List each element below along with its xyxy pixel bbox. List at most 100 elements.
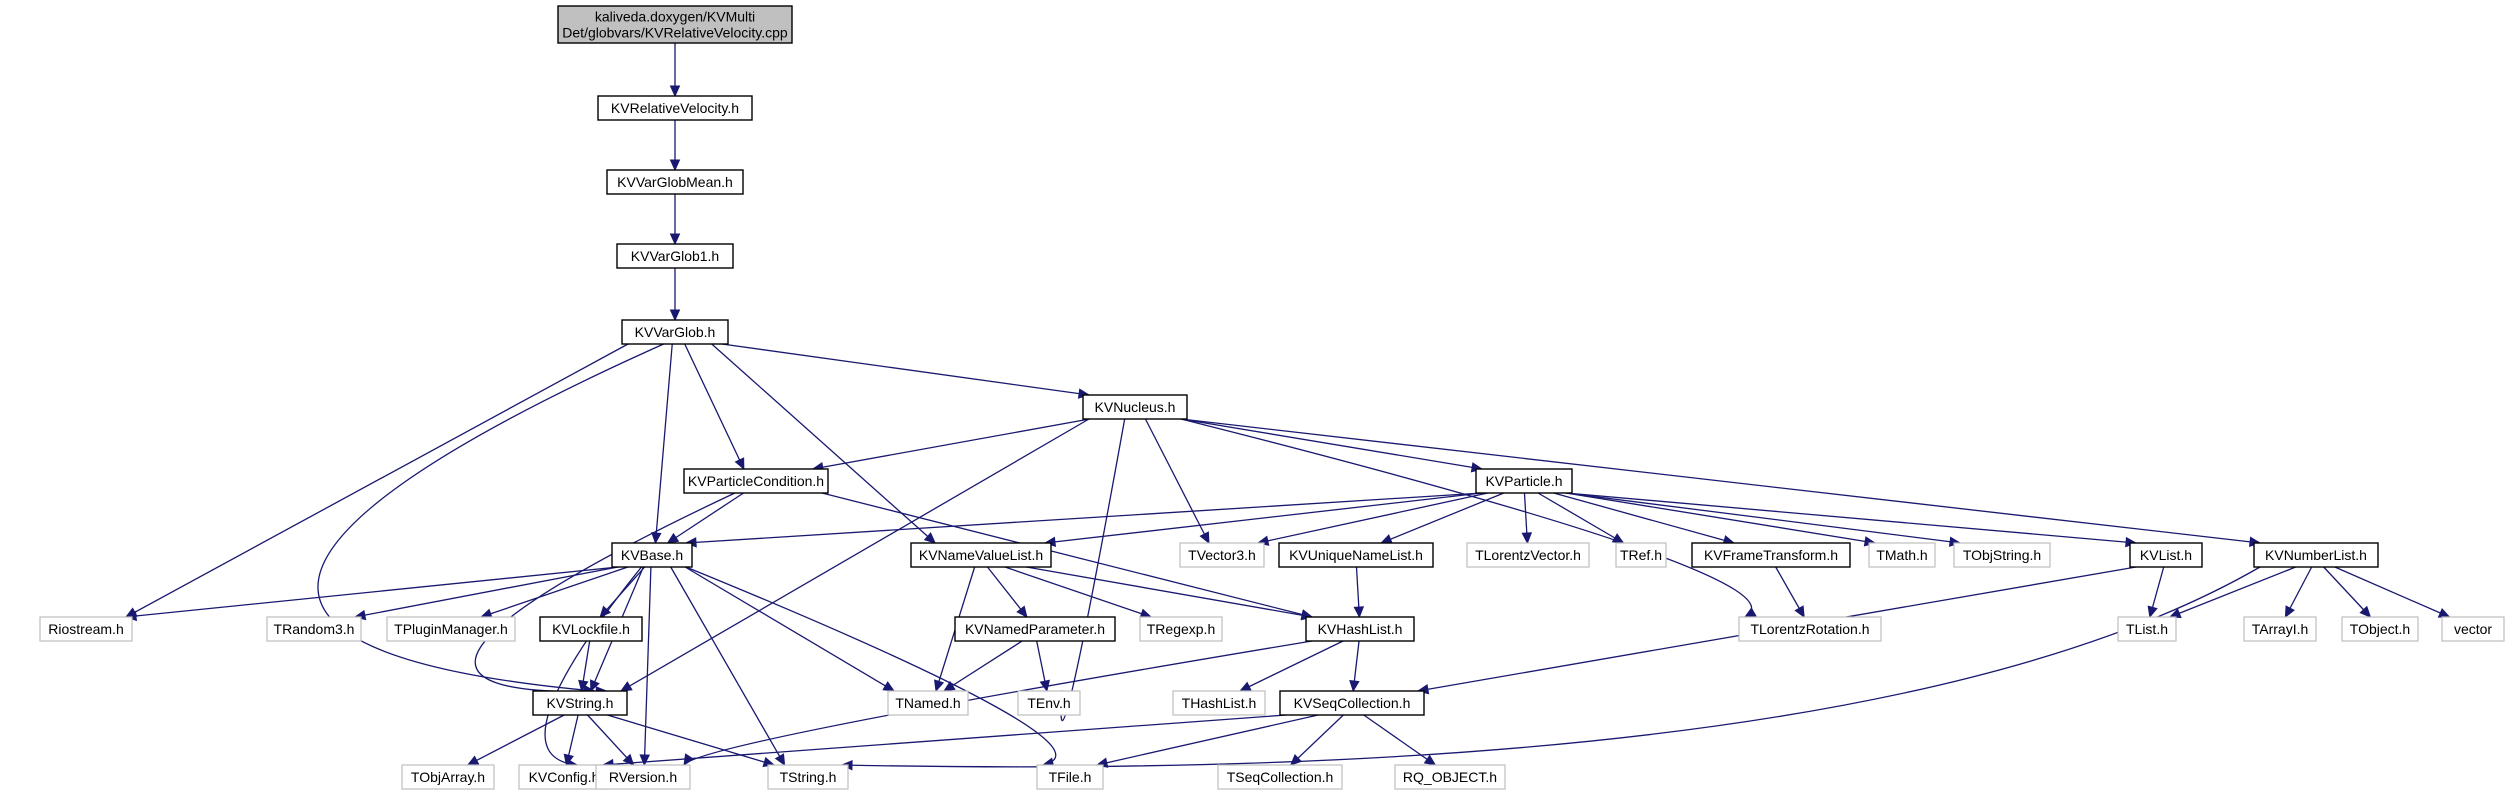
node-kvparticlecondition[interactable]: KVParticleCondition.h [683, 468, 829, 494]
node-kvnamevaluelist[interactable]: KVNameValueList.h [910, 542, 1052, 568]
node-box [1475, 468, 1573, 494]
node-kvseqcollection[interactable]: KVSeqCollection.h [1279, 690, 1425, 716]
edge-kvseqcollection-to-tfile [1095, 714, 1319, 768]
edge-line [544, 566, 642, 766]
edge-line [684, 566, 895, 692]
node-kvbase[interactable]: KVBase.h [611, 542, 693, 568]
node-kvnamedparameter[interactable]: KVNamedParameter.h [954, 616, 1116, 642]
edge-arrowhead [1380, 534, 1393, 544]
edge-kvparticlecondition-to-kvstring [474, 492, 736, 697]
edge-arrowhead [563, 753, 574, 767]
edge-kvnucleus-to-tvector3 [1144, 418, 1210, 545]
edge-line [986, 566, 1028, 618]
edge-line [1257, 492, 1488, 544]
node-root[interactable]: kaliveda.doxygen/KVMultiDet/globvars/KVR… [557, 5, 793, 44]
node-kvhashlist[interactable]: KVHashList.h [1305, 616, 1415, 642]
node-label: Riostream.h [48, 621, 123, 637]
node-tarrayi: TArrayI.h [2243, 616, 2317, 642]
node-kvlist[interactable]: KVList.h [2129, 542, 2203, 568]
edge-line [1004, 566, 1152, 618]
edge-kvparticle-to-kvframetransform [1553, 492, 1736, 546]
edge-arrowhead [590, 679, 600, 693]
node-kvrelativevelocity[interactable]: KVRelativeVelocity.h [597, 95, 753, 121]
edge-arrowhead [669, 309, 681, 322]
node-box [557, 5, 793, 44]
edge-kvnamevaluelist-to-kvhashlist [1026, 566, 1314, 621]
node-label: RVersion.h [609, 769, 677, 785]
edge-kvnumberlist-to-vector [2334, 566, 2451, 618]
edge-line [654, 343, 673, 544]
edge-line [607, 714, 775, 766]
node-label: KVParticleCondition.h [688, 473, 824, 489]
node-kvnumberlist[interactable]: KVNumberList.h [2253, 542, 2379, 568]
edge-arrowhead [934, 679, 945, 693]
node-kvvarglob[interactable]: KVVarGlob.h [621, 319, 729, 345]
edge-line [620, 418, 1090, 692]
node-tnamed: TNamed.h [887, 690, 969, 716]
edge-kvparticle-to-tvector3 [1256, 492, 1488, 546]
edge-arrowhead [666, 532, 680, 544]
node-kvparticle[interactable]: KVParticle.h [1475, 468, 1573, 494]
edge-line [1363, 714, 1436, 766]
node-label: KVNumberList.h [2265, 547, 2367, 563]
node-label: KVVarGlobMean.h [617, 174, 733, 190]
edge-kvnucleus-to-kvparticle [1180, 418, 1484, 473]
node-box [386, 616, 516, 642]
node-box [2117, 616, 2177, 642]
node-kvframetransform[interactable]: KVFrameTransform.h [1691, 542, 1851, 568]
edge-arrowhead [1016, 605, 1028, 618]
node-trandom3: TRandom3.h [266, 616, 362, 642]
node-label: RQ_OBJECT.h [1403, 769, 1497, 785]
edge-arrowhead [1349, 679, 1360, 693]
edge-arrowhead [2284, 605, 2295, 619]
node-box [2441, 616, 2505, 642]
node-label: kaliveda.doxygen/KVMulti [595, 9, 755, 25]
edge-line [684, 343, 745, 470]
node-label: KVVarGlob.h [635, 324, 716, 340]
node-tmath: TMath.h [1868, 542, 1936, 568]
node-tpluginmanager: TPluginManager.h [386, 616, 516, 642]
node-box [532, 690, 628, 716]
edge-arrowhead [1199, 531, 1210, 545]
edge-line [685, 566, 1057, 766]
node-tseqcollection: TSeqCollection.h [1217, 764, 1343, 790]
edge-line [1180, 418, 1483, 470]
node-box [2253, 542, 2379, 568]
node-kvvarglobmean[interactable]: KVVarGlobMean.h [606, 169, 744, 195]
node-label: KVLockfile.h [552, 621, 630, 637]
node-box [621, 319, 729, 345]
node-label: KVHashList.h [1318, 621, 1403, 637]
node-label: TFile.h [1049, 769, 1092, 785]
node-box [616, 243, 734, 269]
node-kvuniquenamelist[interactable]: KVUniqueNameList.h [1278, 542, 1434, 568]
edge-line [670, 566, 786, 766]
edge-arrowhead [466, 755, 480, 766]
node-label: TArrayI.h [2252, 621, 2309, 637]
node-tenv: TEnv.h [1017, 690, 1081, 716]
edge-line [467, 714, 565, 766]
edge-line [1553, 492, 1735, 544]
node-kvnucleus[interactable]: KVNucleus.h [1082, 394, 1188, 420]
edge-arrowhead [923, 532, 937, 544]
node-tobjarray: TObjArray.h [401, 764, 495, 790]
edge-kvparticle-to-tlorentzvector [1521, 492, 1533, 545]
edge-arrowhead [1794, 605, 1805, 619]
edge-line [1380, 492, 1505, 544]
edge-arrowhead [943, 680, 956, 692]
node-box [2341, 616, 2419, 642]
node-label: Det/globvars/KVRelativeVelocity.cpp [562, 25, 788, 41]
edge-arrowhead [669, 85, 681, 98]
node-box [1082, 394, 1188, 420]
node-kvvarglob1[interactable]: KVVarGlob1.h [616, 243, 734, 269]
edge-kvvarglobmean-to-kvvarglob1 [669, 194, 681, 246]
edge-kvparticle-to-tobjstring [1565, 492, 1962, 547]
node-kvlockfile[interactable]: KVLockfile.h [539, 616, 643, 642]
node-kvconfig: KVConfig.h [518, 764, 610, 790]
node-tlist: TList.h [2117, 616, 2177, 642]
node-kvstring[interactable]: KVString.h [532, 690, 628, 716]
node-box [266, 616, 362, 642]
node-label: KVFrameTransform.h [1704, 547, 1838, 563]
edge-line [683, 640, 1313, 766]
edge-arrowhead [639, 754, 650, 767]
edge-arrowhead [669, 159, 681, 172]
